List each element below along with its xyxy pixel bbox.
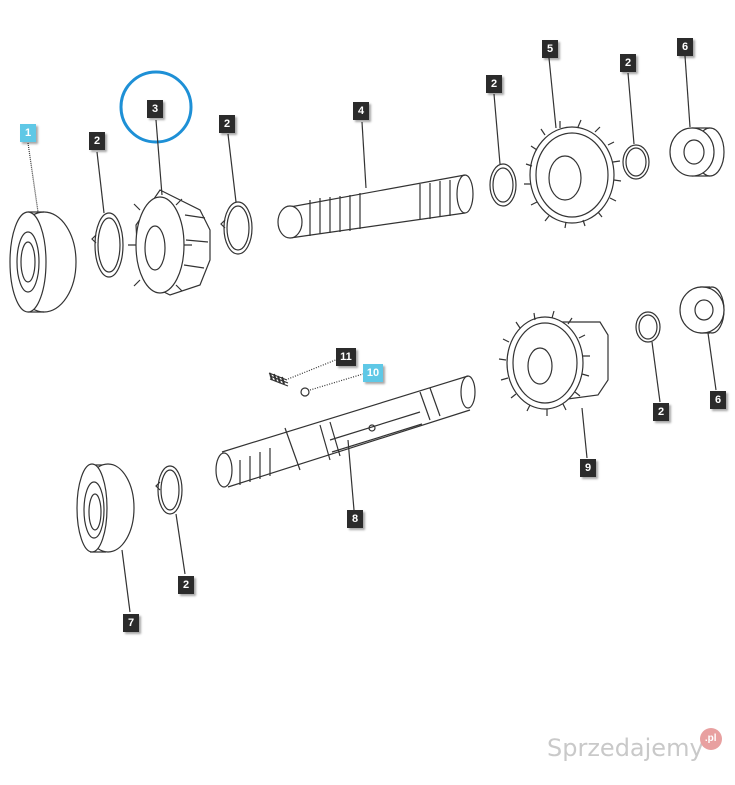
- part-label-2[interactable]: 2: [219, 115, 235, 133]
- shaft-part-4: [277, 174, 474, 239]
- selection-highlight-circle: [119, 70, 193, 144]
- part-label-9[interactable]: 9: [580, 459, 596, 477]
- circlip-part-2a: [91, 212, 124, 278]
- circlip-part-2b: [220, 201, 253, 255]
- circlip-part-2d: [622, 144, 650, 180]
- bearing-part-1: [9, 211, 77, 313]
- washer-part-6a: [669, 127, 725, 177]
- part-label-2[interactable]: 2: [89, 132, 105, 150]
- part-label-2[interactable]: 2: [653, 403, 669, 421]
- part-label-6[interactable]: 6: [677, 38, 693, 56]
- watermark: Sprzedajemy .pl: [547, 728, 722, 768]
- part-label-2[interactable]: 2: [486, 75, 502, 93]
- gear-part-9: [498, 310, 609, 416]
- part-label-1[interactable]: 1: [20, 124, 36, 142]
- part-label-11[interactable]: 11: [336, 348, 356, 366]
- large-gear-part-5: [524, 119, 622, 229]
- part-label-10[interactable]: 10: [363, 364, 383, 382]
- watermark-badge: .pl: [699, 728, 722, 750]
- spring-part-11: [268, 372, 289, 387]
- washer-part-6b: [679, 286, 725, 334]
- watermark-text: Sprzedajemy: [547, 734, 704, 762]
- spur-gear-part-3: [128, 189, 211, 296]
- circlip-part-2c: [489, 163, 517, 207]
- part-label-2[interactable]: 2: [620, 54, 636, 72]
- circlip-part-2f: [155, 465, 183, 515]
- part-label-6[interactable]: 6: [710, 391, 726, 409]
- part-label-8[interactable]: 8: [347, 510, 363, 528]
- part-label-5[interactable]: 5: [542, 40, 558, 58]
- circlip-part-2e: [635, 311, 661, 343]
- bearing-part-7: [76, 463, 135, 553]
- part-label-7[interactable]: 7: [123, 614, 139, 632]
- part-label-2[interactable]: 2: [178, 576, 194, 594]
- ball-part-10: [300, 387, 310, 397]
- shaft-part-8: [215, 375, 476, 488]
- part-label-3[interactable]: 3: [147, 100, 163, 118]
- part-label-4[interactable]: 4: [353, 102, 369, 120]
